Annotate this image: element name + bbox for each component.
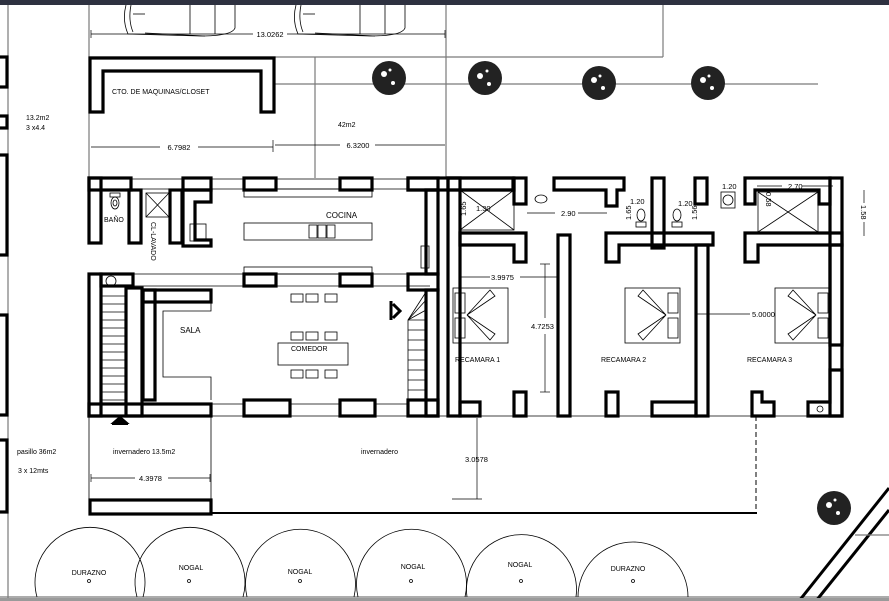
dim-shower3-h: 0.58 — [764, 192, 773, 207]
bedroom1-label: RECAMARA 1 — [455, 357, 500, 364]
dim-shower1-w: 1.30 — [476, 204, 491, 213]
tree-label: NOGAL — [179, 565, 204, 572]
greenhouse-large-label: invernadero — [361, 449, 398, 456]
dim-top-overall-text: 13.0262 — [256, 30, 283, 39]
window-bottom-edge — [0, 598, 889, 601]
dim-bath3-h-text: 1.58 — [859, 205, 868, 220]
corridor-area-label: pasillo 36m2 — [17, 449, 56, 456]
dim-bed1-width: 3.9975 — [460, 273, 558, 282]
tree-durazno-1: DURAZNO — [34, 526, 146, 598]
orchard: DURAZNO NOGAL NOGAL NOGAL NOGAL DURAZNO — [34, 526, 689, 598]
washbasin-icon — [534, 194, 548, 204]
dim-bed3-width-text: 5.0000 — [752, 310, 775, 319]
laundry-shaft-icon — [145, 192, 170, 218]
bed-icon — [452, 287, 509, 344]
dim-wc1-h: 1.65 — [624, 205, 633, 220]
bathroom-label: BAÑO — [104, 215, 124, 224]
dim-sink3-w: 1.20 — [722, 182, 737, 191]
dim-shower1-h: 1.65 — [459, 201, 468, 216]
yard-area-label: 42m2 — [338, 122, 356, 129]
machine-room-label: CTO. DE MAQUINAS/CLOSET — [112, 89, 210, 96]
dim-shower3-w-text: 2.70 — [788, 182, 803, 191]
living-label: SALA — [180, 326, 201, 335]
car-2 — [294, 4, 406, 37]
car-1 — [124, 4, 236, 37]
shrub-icons — [372, 61, 851, 525]
tree-nogal-1: NOGAL — [134, 526, 246, 598]
access-road — [797, 487, 889, 601]
dim-bed1-width-text: 3.9975 — [491, 273, 514, 282]
dining-label: COMEDOR — [291, 346, 328, 353]
tree-nogal-4: NOGAL — [466, 534, 577, 598]
north-arrow-icon — [110, 415, 130, 425]
bedroom2-label: RECAMARA 2 — [601, 357, 646, 364]
entry-arrow-icon — [389, 301, 403, 320]
toilet-icon — [671, 208, 683, 228]
dim-vanity-text: 2.90 — [561, 209, 576, 218]
tree-nogal-3: NOGAL — [356, 528, 467, 598]
tree-durazno-2: DURAZNO — [577, 541, 689, 598]
left-area-label: 13.2m2 — [26, 115, 49, 122]
kitchen-island — [243, 222, 373, 241]
stairs-left — [101, 275, 126, 401]
kitchen: COCINA — [243, 188, 430, 275]
dim-yard-width-text: 6.3200 — [347, 141, 370, 150]
laundry-label: CL-LAVADO — [149, 222, 156, 261]
shrub-icon — [691, 66, 725, 100]
sink-icon — [308, 224, 318, 239]
tree-label: NOGAL — [508, 562, 533, 569]
dimension-machine-width: 6.7982 — [91, 140, 274, 152]
dim-bed3-width: 5.0000 — [697, 310, 775, 319]
tree-nogal-2: NOGAL — [245, 528, 356, 598]
dim-greenhouse-width: 4.3978 — [139, 474, 162, 483]
dimension-yard-width: 6.3200 — [275, 141, 445, 150]
tree-label: DURAZNO — [611, 566, 646, 573]
shrub-icon — [372, 61, 406, 95]
bed-icon — [624, 287, 681, 344]
dim-wc2-w: 1.20 — [678, 199, 693, 208]
toilet-icon — [635, 208, 647, 228]
kitchen-label: COCINA — [326, 211, 358, 220]
dim-bed1-depth-text: 4.7253 — [531, 322, 554, 331]
dim-bed1-depth: 4.7253 — [531, 263, 554, 393]
dim-shower3-w: 2.70 — [757, 182, 833, 191]
stove-icon — [420, 245, 430, 269]
greenhouse-small-label: invernadero 13.5m2 — [113, 449, 175, 456]
washer-icon — [189, 223, 207, 242]
shower-1-icon — [459, 189, 515, 231]
stairs-right — [407, 291, 427, 400]
dim-wc1-w: 1.20 — [630, 197, 645, 206]
tree-label: NOGAL — [401, 564, 426, 571]
bedroom3-label: RECAMARA 3 — [747, 357, 792, 364]
dim-greenhouse-depth: 3.0578 — [465, 455, 488, 464]
left-size-label: 3 x4.4 — [26, 125, 45, 132]
tree-label: NOGAL — [288, 569, 313, 576]
corridor-size-label: 3 x 12mts — [18, 468, 49, 475]
left-boundary-walls — [0, 55, 9, 514]
dim-machine-width-text: 6.7982 — [168, 143, 191, 152]
toilet-icon — [109, 192, 121, 210]
greenhouse-area: invernadero 13.5m2 invernadero 4.3978 3.… — [88, 415, 757, 516]
washbasin-icon — [720, 191, 736, 209]
bed-icon — [774, 287, 831, 344]
dim-vanity: 2.90 — [527, 209, 607, 218]
bedroom-wing-walls — [446, 176, 844, 418]
shrub-icon — [582, 66, 616, 100]
dim-wc2-h: 1.56 — [690, 205, 699, 220]
shrub-icon — [468, 61, 502, 95]
tree-label: DURAZNO — [72, 570, 107, 577]
dimension-top-overall: 13.0262 — [90, 30, 446, 39]
dining-table: COMEDOR — [277, 293, 349, 379]
shower-3-icon — [757, 191, 819, 233]
dim-bath3-h: 1.58 — [859, 190, 868, 236]
sala-sofa — [162, 302, 212, 400]
window-top-bar — [0, 0, 889, 5]
shrub-icon — [817, 491, 851, 525]
machine-room: CTO. DE MAQUINAS/CLOSET — [88, 56, 276, 114]
